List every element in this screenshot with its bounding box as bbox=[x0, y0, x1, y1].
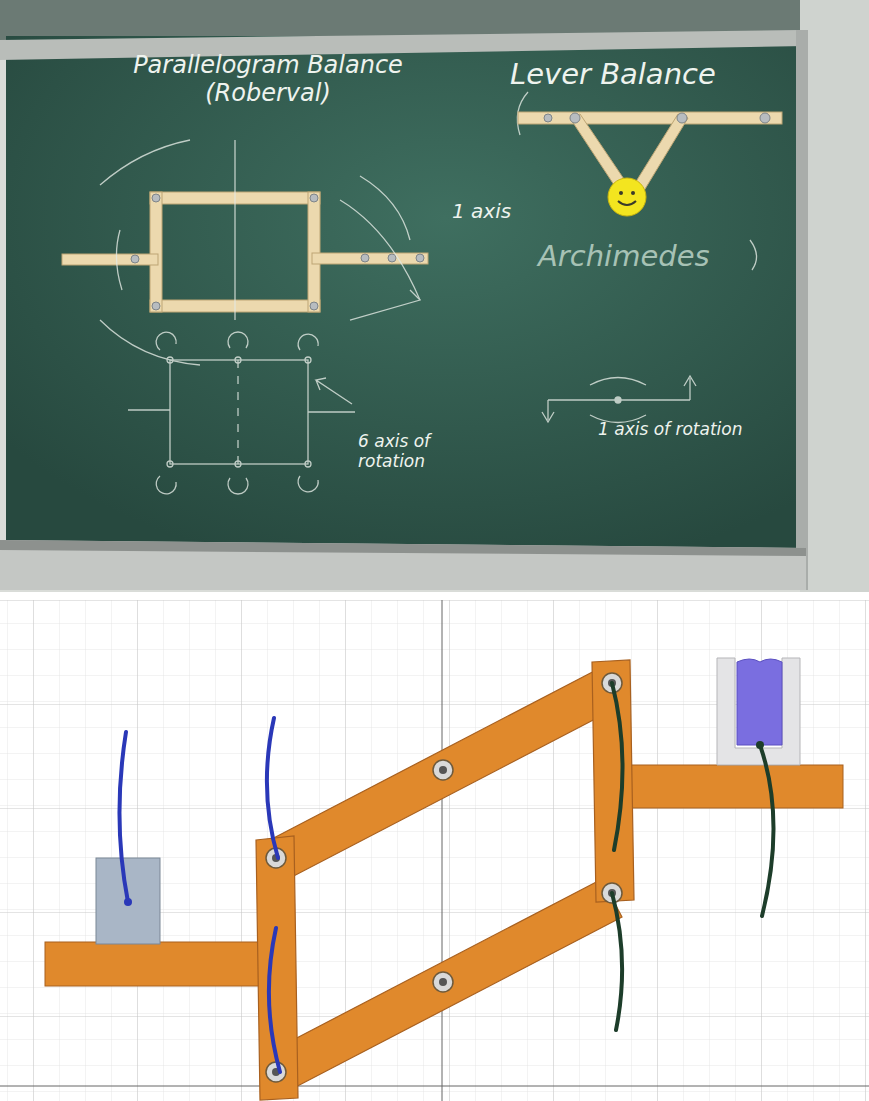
chalk-note: 1 axis of rotation bbox=[598, 420, 798, 440]
board-heading: Lever Balance bbox=[510, 58, 790, 91]
chalk-note: 6 axis of rotation bbox=[358, 432, 458, 471]
chalk-note: Archimedes bbox=[538, 240, 758, 273]
chalk-note: 1 axis bbox=[452, 200, 552, 223]
board-heading: Parallelogram Balance (Roberval) bbox=[118, 52, 418, 107]
